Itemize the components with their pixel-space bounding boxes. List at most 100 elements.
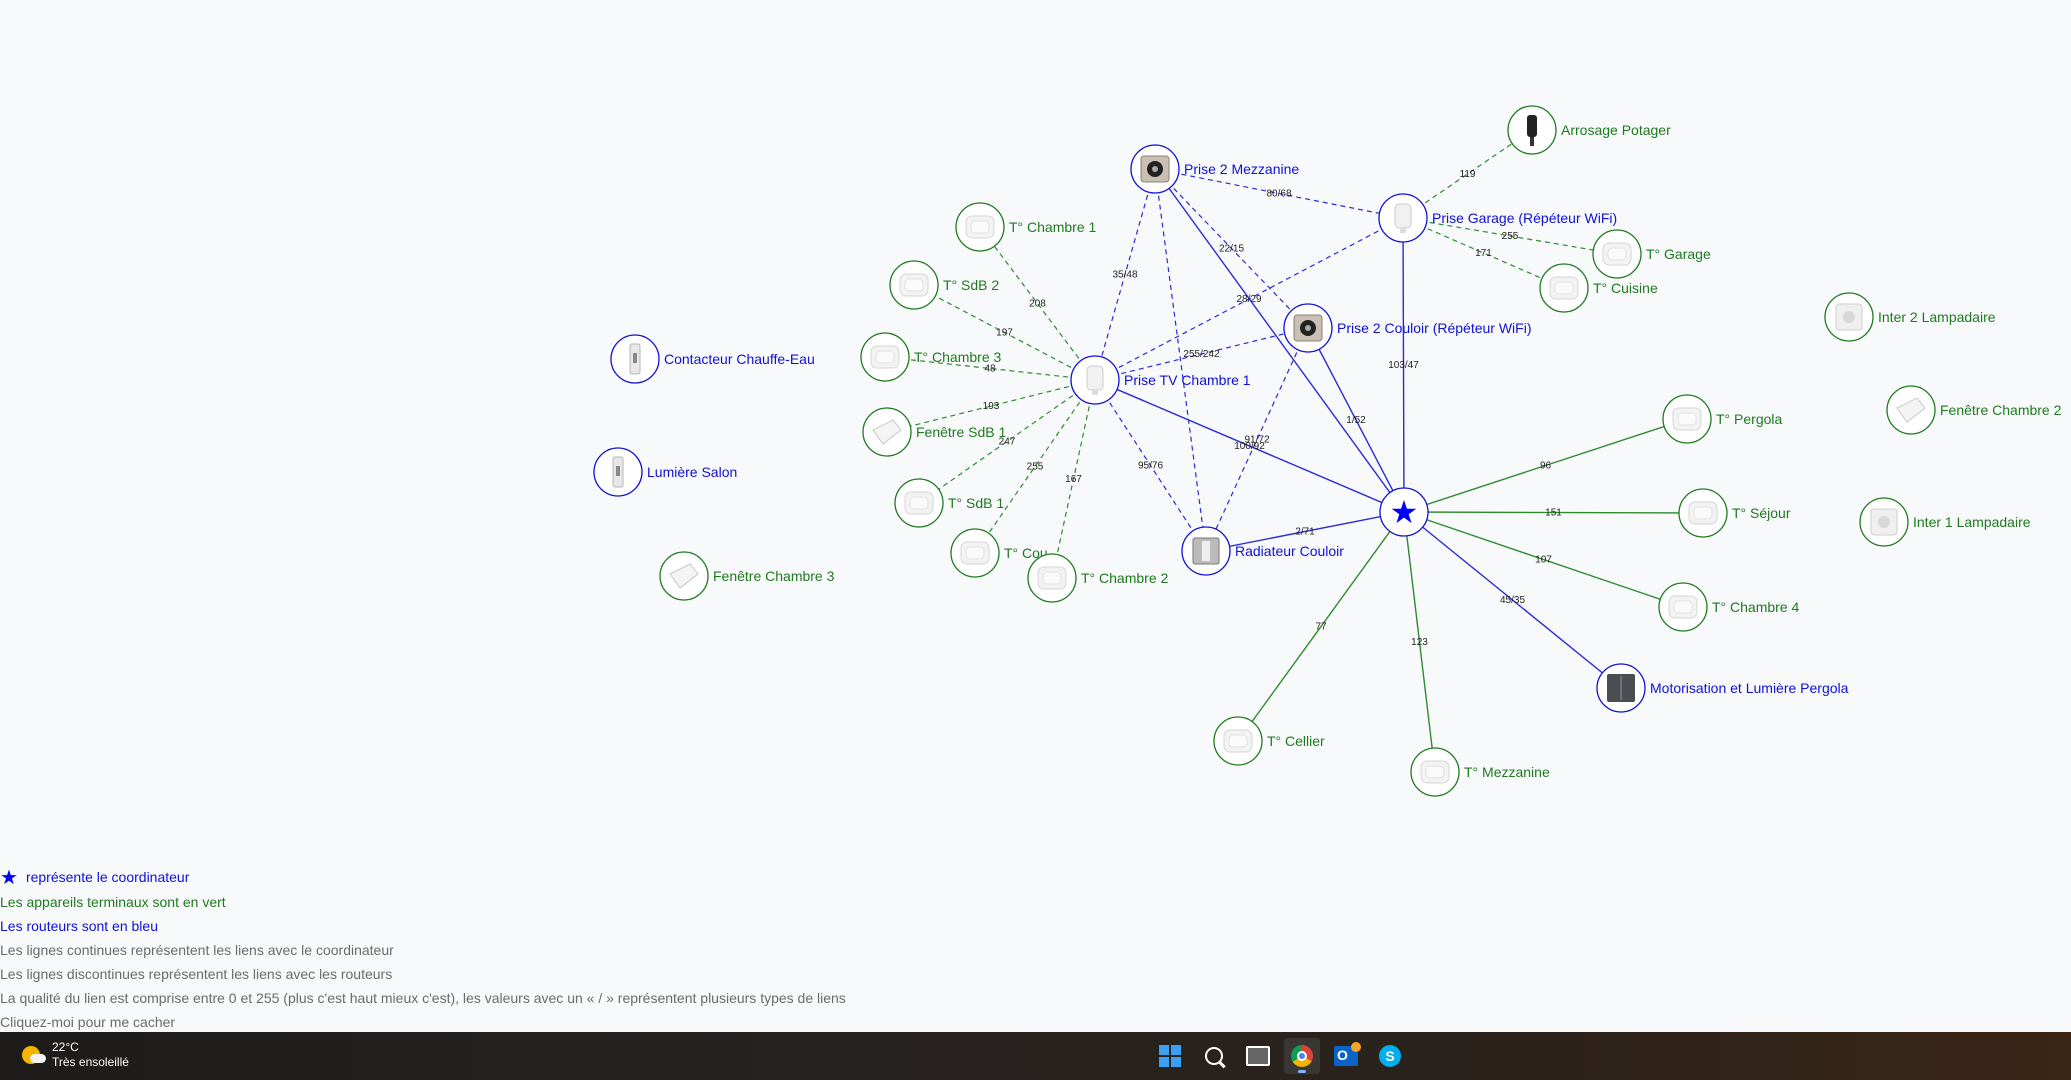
node-tvch1[interactable]: Prise TV Chambre 1 [1070, 355, 1251, 405]
link-coord-tsejour [1403, 511, 1704, 514]
chrome-button[interactable] [1284, 1038, 1320, 1074]
task-view-icon [1246, 1046, 1270, 1066]
link-coord-tmez [1403, 511, 1436, 773]
node-label: Arrosage Potager [1561, 122, 1671, 138]
valve-icon [1527, 115, 1537, 146]
node-tch3[interactable]: T° Chambre 3 [860, 332, 1002, 382]
window-sensor-icon [872, 419, 902, 445]
din-icon [612, 456, 624, 488]
button-icon [1835, 303, 1863, 331]
search-icon [1205, 1047, 1223, 1065]
node-fsdb1[interactable]: Fenêtre SdB 1 [862, 407, 1006, 457]
node-tcuisine[interactable]: T° Cuisine [1539, 263, 1658, 313]
sensor-icon [1672, 407, 1702, 431]
node-tgarage[interactable]: T° Garage [1592, 229, 1711, 279]
sensor-icon [960, 541, 990, 565]
node-salon[interactable]: Lumière Salon [593, 447, 737, 497]
node-fch3[interactable]: Fenêtre Chambre 3 [659, 551, 835, 601]
plug-icon [1086, 365, 1104, 395]
link-quality-label: 119 [1460, 169, 1476, 180]
node-label: Prise Garage (Répéteur WiFi) [1432, 210, 1617, 226]
node-radiateur[interactable]: Radiateur Couloir [1181, 526, 1344, 576]
link-garage-tgarage [1402, 217, 1618, 255]
windows-start-button[interactable] [1152, 1038, 1188, 1074]
link-quality-label: 1/52 [1346, 415, 1366, 426]
skype-icon: S [1379, 1045, 1401, 1067]
node-tsejour[interactable]: T° Séjour [1678, 488, 1791, 538]
node-tcellier[interactable]: T° Cellier [1213, 716, 1325, 766]
node-chauffe[interactable]: Contacteur Chauffe-Eau [610, 334, 815, 384]
node-tch1[interactable]: T° Chambre 1 [955, 202, 1097, 252]
links-layer [884, 129, 1704, 773]
node-label: T° Chambre 2 [1081, 570, 1169, 586]
task-view-button[interactable] [1240, 1038, 1276, 1074]
link-garage-tcuisine [1402, 217, 1565, 289]
link-coord-tvch1 [1094, 379, 1405, 513]
node-prise2mez[interactable]: Prise 2 Mezzanine [1130, 144, 1299, 194]
link-tvch1-garage [1094, 217, 1404, 381]
star-icon: ★ [1390, 494, 1419, 530]
node-inter2[interactable]: Inter 2 Lampadaire [1824, 292, 1996, 342]
sensor-icon [1037, 566, 1067, 590]
link-quality-label: 247 [999, 437, 1016, 448]
hide-legend-link[interactable]: Cliquez-moi pour me cacher [0, 1014, 176, 1030]
node-coord[interactable]: ★ [1379, 487, 1429, 537]
sensor-icon [1549, 276, 1579, 300]
sensor-icon [870, 345, 900, 369]
link-tvch1-radiateur [1094, 379, 1207, 552]
node-label: T° Mezzanine [1464, 764, 1550, 780]
node-tpergola[interactable]: T° Pergola [1662, 394, 1783, 444]
node-label: Inter 2 Lampadaire [1878, 309, 1996, 325]
node-tch4[interactable]: T° Chambre 4 [1658, 582, 1800, 632]
window-sensor-icon [1896, 397, 1926, 423]
link-tvch1-tch1 [979, 226, 1096, 381]
node-label: Fenêtre Chambre 3 [713, 568, 835, 584]
node-tsdb1[interactable]: T° SdB 1 [894, 478, 1004, 528]
outlook-button[interactable] [1328, 1038, 1364, 1074]
link-couloir2-radiateur [1205, 327, 1309, 552]
search-button[interactable] [1196, 1038, 1232, 1074]
node-arrosage[interactable]: Arrosage Potager [1507, 105, 1671, 155]
skype-button[interactable]: S [1372, 1038, 1408, 1074]
node-tch2[interactable]: T° Chambre 2 [1027, 553, 1169, 603]
link-tvch1-tch2 [1051, 379, 1096, 579]
node-fch2[interactable]: Fenêtre Chambre 2 [1886, 385, 2062, 435]
node-garage[interactable]: Prise Garage (Répéteur WiFi) [1378, 193, 1617, 243]
node-label: Fenêtre Chambre 2 [1940, 402, 2062, 418]
link-quality-label: 48 [984, 364, 996, 375]
link-quality-label: 193 [983, 401, 1000, 412]
weather-widget[interactable]: 22°C Très ensoleillé [22, 1040, 129, 1070]
weather-condition: Très ensoleillé [52, 1055, 129, 1069]
chrome-icon [1291, 1045, 1313, 1067]
link-quality-label: 95/76 [1138, 461, 1163, 472]
legend-solid-lines: Les lignes continues représentent les li… [0, 942, 394, 958]
link-tvch1-couloir2 [1094, 327, 1309, 381]
node-inter1[interactable]: Inter 1 Lampadaire [1859, 497, 2031, 547]
sensor-icon [1688, 501, 1718, 525]
sensor-icon [1420, 760, 1450, 784]
node-couloir2[interactable]: Prise 2 Couloir (Répéteur WiFi) [1283, 303, 1532, 353]
sensor-icon [965, 215, 995, 239]
node-label: Fenêtre SdB 1 [916, 424, 1006, 440]
link-coord-garage [1402, 217, 1405, 513]
link-quality-label: 2/71 [1295, 527, 1315, 538]
node-tsdb2[interactable]: T° SdB 2 [889, 260, 999, 310]
node-label: T° Garage [1646, 246, 1711, 262]
outlook-icon [1334, 1042, 1361, 1066]
node-label: T° Cou [1004, 545, 1048, 561]
link-coord-tcellier [1237, 511, 1405, 742]
node-motor[interactable]: Motorisation et Lumière Pergola [1596, 663, 1849, 713]
window-sensor-icon [669, 563, 699, 589]
link-tvch1-tcou [974, 379, 1096, 554]
node-label: T° Cellier [1267, 733, 1325, 749]
node-tmez[interactable]: T° Mezzanine [1410, 747, 1550, 797]
node-label: Radiateur Couloir [1235, 543, 1344, 559]
legend-dashed-lines: Les lignes discontinues représentent les… [0, 966, 393, 982]
link-quality-label: 167 [1065, 474, 1082, 485]
node-tcou[interactable]: T° Cou [950, 528, 1048, 578]
link-coord-tpergola [1403, 418, 1688, 513]
link-quality-label: 197 [996, 328, 1013, 339]
link-quality-label: 255/242 [1183, 349, 1220, 360]
sunny-weather-icon [22, 1044, 46, 1066]
taskbar: 22°C Très ensoleillé S [0, 1032, 2071, 1080]
